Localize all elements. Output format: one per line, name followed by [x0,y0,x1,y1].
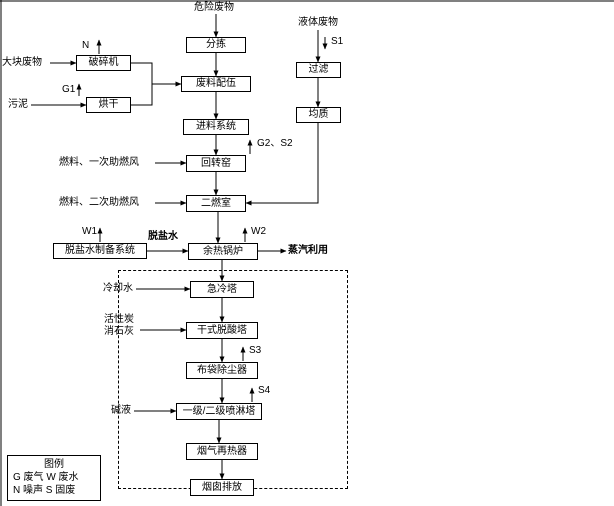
node-dry-deacid-tower: 干式脱酸塔 [186,322,258,339]
label-hazardous-waste: 危险废物 [194,2,234,13]
legend-row-1: G 废气 W 废水 [13,472,79,483]
label-fuel-primary-air: 燃料、一次助燃风 [59,157,139,168]
label-s3: S3 [249,345,262,356]
node-homogenizer: 均质 [296,107,341,123]
label-alkali-liquor: 碱液 [111,405,131,416]
node-stack-emission: 烟囱排放 [190,479,254,496]
label-noise-n: N [82,40,90,51]
label-bulk-waste: 大块废物 [2,57,42,68]
edge-crusher-dryer-connector [131,62,153,106]
node-waste-heat-boiler: 余热锅炉 [188,243,258,260]
label-w1: W1 [82,226,97,237]
label-sludge: 污泥 [8,99,28,110]
node-desalted-water-system: 脱盐水制备系统 [53,243,147,259]
label-liquid-waste: 液体废物 [298,17,338,28]
node-sorting: 分拣 [186,37,246,53]
label-cooling-water: 冷却水 [103,283,133,294]
node-secondary-chamber: 二燃室 [186,195,246,212]
label-fuel-secondary-air: 燃料、二次助燃风 [59,197,139,208]
node-bag-filter: 布袋除尘器 [186,362,258,379]
label-g1: G1 [62,84,76,95]
legend-row-2: N 噪声 S 固废 [13,485,76,496]
legend-title: 图例 [44,459,64,470]
node-feeding-system: 进料系统 [183,119,249,135]
node-rotary-kiln: 回转窑 [186,155,246,172]
label-w2: W2 [251,226,266,237]
label-s4: S4 [258,385,271,396]
label-activated-carbon: 活性炭 [104,314,134,325]
label-steam-utilization: 蒸汽利用 [288,245,328,256]
node-crusher: 破碎机 [76,55,131,71]
node-dryer: 烘干 [86,97,131,113]
node-filter: 过滤 [296,62,341,78]
label-desalted-water: 脱盐水 [148,231,178,242]
node-waste-blending: 废料配伍 [181,76,251,92]
label-g2-s2: G2、S2 [257,138,293,149]
legend-box: 图例 G 废气 W 废水 N 噪声 S 固废 [7,455,101,501]
node-spray-tower: 一级/二级喷淋塔 [176,403,262,420]
label-s1: S1 [331,36,344,47]
edge-homogenizer-to-secondary-chamber [245,123,319,206]
legend-rows: G 废气 W 废水 N 噪声 S 固废 [13,471,95,497]
label-slaked-lime: 消石灰 [104,326,134,337]
node-flue-gas-reheater: 烟气再热器 [186,443,258,460]
node-quench-tower: 急冷塔 [190,281,254,298]
